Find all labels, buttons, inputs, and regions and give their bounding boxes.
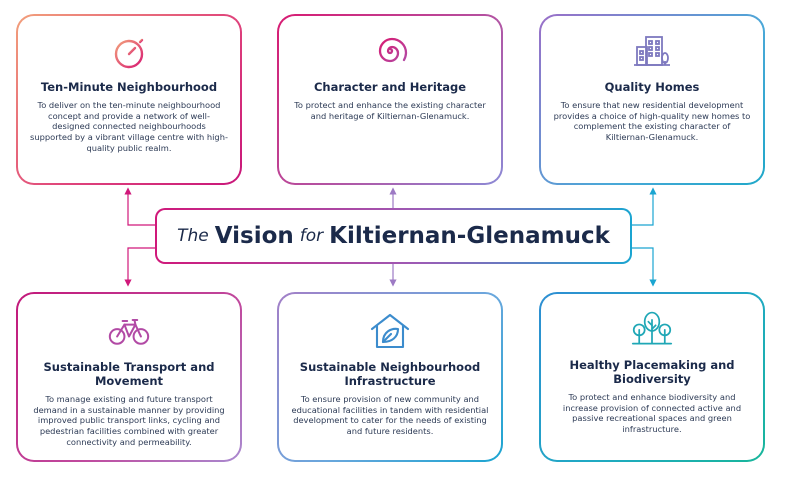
bicycle-icon (108, 310, 150, 352)
arrow-to-biodiversity (632, 247, 657, 287)
banner-the: The (177, 226, 209, 246)
banner-for: for (299, 226, 324, 246)
card-character-heritage: Character and Heritage To protect and en… (277, 14, 503, 185)
card-description: To ensure provision of new community and… (291, 394, 489, 437)
arrow-to-ten-minute (124, 187, 155, 226)
banner-place: Kiltiernan-Glenamuck (329, 223, 610, 249)
vision-banner: The Vision for Kiltiernan-Glenamuck (155, 208, 632, 264)
arrow-to-homes (632, 187, 657, 226)
card-healthy-placemaking: Healthy Placemaking and Biodiversity To … (539, 292, 765, 462)
card-title: Healthy Placemaking and Biodiversity (569, 358, 735, 386)
card-title: Ten-Minute Neighbourhood (40, 80, 218, 94)
trees-icon (631, 308, 673, 350)
card-description: To manage existing and future transport … (33, 394, 225, 447)
card-description: To ensure that new residential developme… (553, 100, 751, 143)
card-description: To protect and enhance biodiversity and … (562, 392, 742, 435)
banner-vision: Vision (214, 223, 294, 249)
card-description: To deliver on the ten-minute neighbourho… (30, 100, 228, 153)
card-sustainable-transport: Sustainable Transport and Movement To ma… (16, 292, 242, 462)
buildings-icon (631, 30, 673, 72)
stopwatch-icon (108, 30, 150, 72)
card-title: Sustainable Transport and Movement (43, 360, 215, 388)
house-leaf-icon (369, 310, 411, 352)
card-title: Sustainable Neighbourhood Infrastructure (299, 360, 481, 388)
card-title: Character and Heritage (313, 80, 467, 94)
card-title: Quality Homes (604, 80, 700, 94)
card-description: To protect and enhance the existing char… (294, 100, 486, 121)
card-ten-minute-neighbourhood: Ten-Minute Neighbourhood To deliver on t… (16, 14, 242, 185)
card-neighbourhood-infrastructure: Sustainable Neighbourhood Infrastructure… (277, 292, 503, 462)
arrow-to-transport (124, 247, 155, 287)
spiral-icon (369, 30, 411, 72)
card-quality-homes: Quality Homes To ensure that new residen… (539, 14, 765, 185)
